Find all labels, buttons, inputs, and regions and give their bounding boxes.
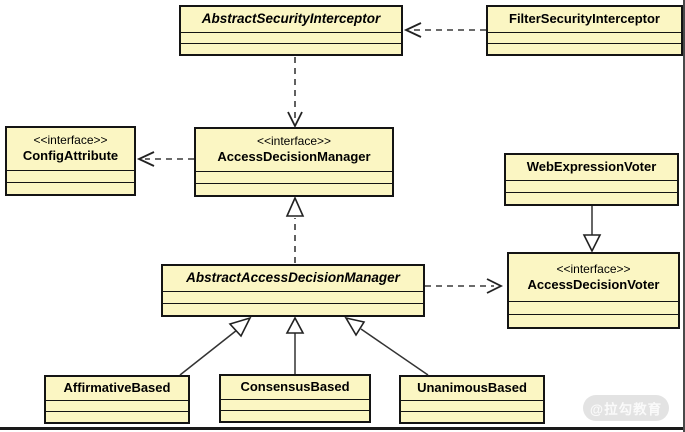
right-border-line	[683, 0, 685, 432]
interface-access-decision-voter: <<interface>> AccessDecisionVoter	[507, 252, 680, 329]
dependency-arrow-manager-to-config-attribute	[136, 151, 194, 167]
class-name: ConfigAttribute	[22, 148, 119, 164]
class-name: AbstractSecurityInterceptor	[201, 11, 381, 27]
class-title: AffirmativeBased	[46, 377, 188, 400]
stereotype-label: <<interface>>	[256, 134, 332, 149]
bottom-border-line	[0, 427, 685, 430]
fields-compartment	[181, 32, 401, 43]
class-filter-security-interceptor: FilterSecurityInterceptor	[486, 5, 683, 56]
generalization-arrow-affirmative-based	[179, 316, 252, 376]
fields-compartment	[401, 400, 543, 411]
class-title: <<interface>> AccessDecisionVoter	[509, 254, 678, 301]
class-unanimous-based: UnanimousBased	[399, 375, 545, 424]
methods-compartment	[196, 183, 392, 195]
interface-access-decision-manager: <<interface>> AccessDecisionManager	[194, 127, 394, 197]
methods-compartment	[509, 314, 678, 327]
methods-compartment	[401, 411, 543, 422]
class-name: AccessDecisionVoter	[527, 276, 660, 292]
stereotype-label: <<interface>>	[33, 133, 108, 148]
class-title: <<interface>> AccessDecisionManager	[196, 129, 392, 171]
class-consensus-based: ConsensusBased	[219, 374, 371, 423]
class-name: AffirmativeBased	[63, 380, 171, 396]
methods-compartment	[221, 410, 369, 421]
methods-compartment	[7, 182, 134, 194]
methods-compartment	[488, 43, 681, 54]
class-name: UnanimousBased	[417, 380, 527, 396]
methods-compartment	[163, 303, 423, 315]
methods-compartment	[506, 192, 677, 204]
class-title: AbstractSecurityInterceptor	[181, 7, 401, 32]
class-name: AbstractAccessDecisionManager	[186, 270, 400, 286]
watermark-text: @拉勾教育	[589, 402, 663, 417]
interface-config-attribute: <<interface>> ConfigAttribute	[5, 126, 136, 196]
dependency-arrow-abstract-manager-to-voter	[425, 278, 504, 294]
methods-compartment	[181, 43, 401, 54]
fields-compartment	[196, 171, 392, 183]
generalization-arrow-web-expression-voter-to-voter	[582, 206, 602, 253]
class-title: UnanimousBased	[401, 377, 543, 400]
generalization-arrow-unanimous-based	[344, 316, 429, 376]
class-affirmative-based: AffirmativeBased	[44, 375, 190, 424]
fields-compartment	[506, 180, 677, 192]
class-title: AbstractAccessDecisionManager	[163, 266, 423, 291]
stereotype-label: <<interface>>	[556, 261, 631, 276]
class-abstract-access-decision-manager: AbstractAccessDecisionManager	[161, 264, 425, 317]
generalization-arrow-consensus-based	[285, 316, 305, 374]
class-name: WebExpressionVoter	[526, 159, 657, 175]
realization-arrow-abstract-manager-to-manager	[285, 196, 305, 263]
class-title: ConsensusBased	[221, 376, 369, 399]
fields-compartment	[7, 170, 134, 182]
class-abstract-security-interceptor: AbstractSecurityInterceptor	[179, 5, 403, 56]
fields-compartment	[221, 399, 369, 410]
fields-compartment	[163, 291, 423, 303]
fields-compartment	[509, 301, 678, 314]
class-title: FilterSecurityInterceptor	[488, 7, 681, 32]
class-title: WebExpressionVoter	[506, 155, 677, 180]
fields-compartment	[488, 32, 681, 43]
class-name: FilterSecurityInterceptor	[509, 11, 660, 27]
dependency-arrow-interceptor-to-access-decision-manager	[287, 57, 303, 129]
class-name: ConsensusBased	[240, 379, 350, 395]
fields-compartment	[46, 400, 188, 411]
methods-compartment	[46, 411, 188, 422]
dependency-arrow-filter-to-abstract-interceptor	[403, 22, 486, 38]
class-web-expression-voter: WebExpressionVoter	[504, 153, 679, 206]
class-title: <<interface>> ConfigAttribute	[7, 128, 134, 170]
class-name: AccessDecisionManager	[217, 149, 371, 165]
watermark-badge: @拉勾教育	[583, 395, 669, 421]
